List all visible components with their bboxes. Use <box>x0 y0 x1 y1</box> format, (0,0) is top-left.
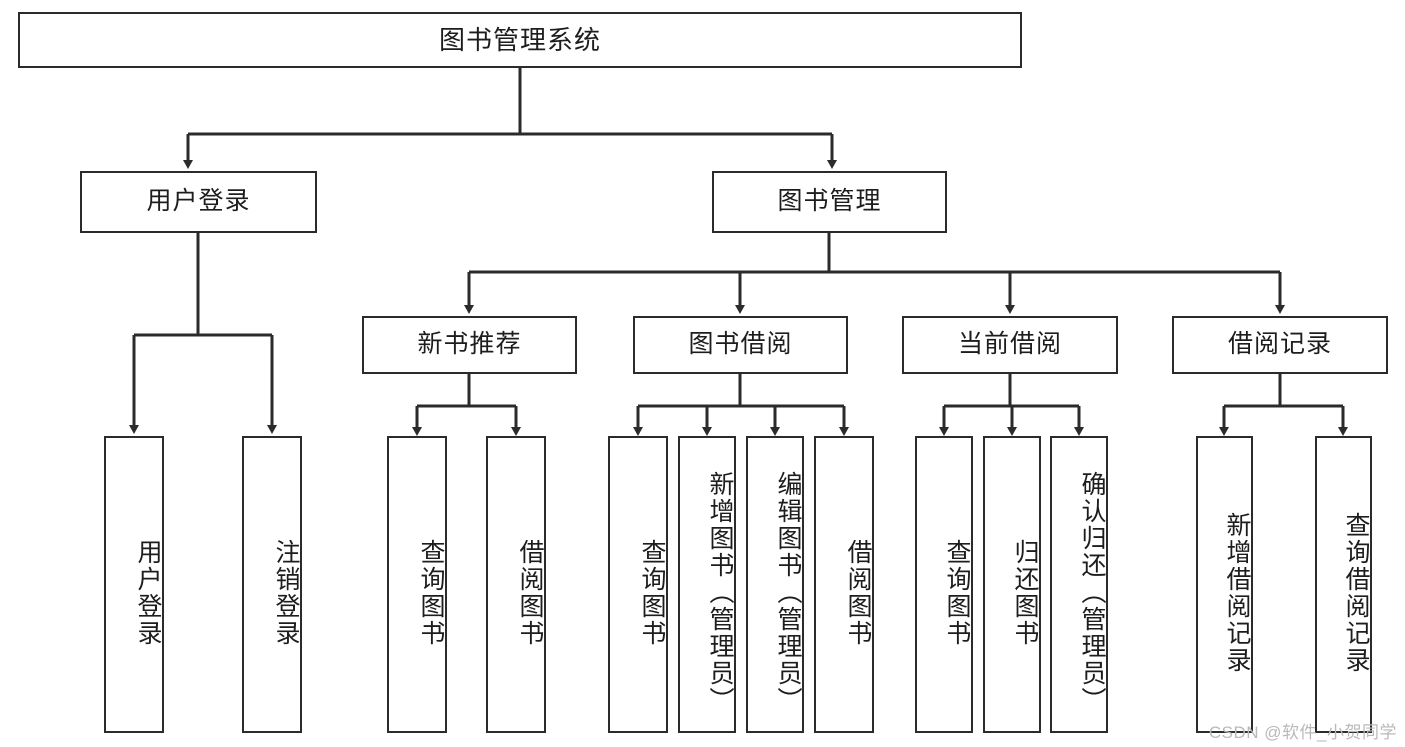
node-leaf-borrow-book[interactable]: 借阅图书 <box>814 436 874 733</box>
node-current-borrow[interactable]: 当前借阅 <box>902 316 1118 374</box>
node-label: 新增图书（管理员） <box>706 471 734 714</box>
node-leaf-add-book-admin[interactable]: 新增图书（管理员） <box>678 436 736 733</box>
node-leaf-user-login[interactable]: 用户登录 <box>104 436 164 733</box>
node-label: 用户登录 <box>146 187 251 216</box>
node-root-system[interactable]: 图书管理系统 <box>18 12 1022 68</box>
node-new-book-recommend[interactable]: 新书推荐 <box>362 316 577 374</box>
node-label: 借阅图书 <box>844 538 872 647</box>
node-label: 编辑图书（管理员） <box>774 471 802 714</box>
node-leaf-query-book-borrow[interactable]: 查询图书 <box>608 436 668 733</box>
node-label: 查询图书 <box>638 538 666 647</box>
node-borrow-record[interactable]: 借阅记录 <box>1172 316 1388 374</box>
csdn-watermark: CSDN @软件_小贺同学 <box>1208 723 1397 742</box>
node-leaf-edit-book-admin[interactable]: 编辑图书（管理员） <box>746 436 804 733</box>
node-label: 借阅图书 <box>516 538 544 647</box>
node-book-management[interactable]: 图书管理 <box>712 171 947 233</box>
node-label: 归还图书 <box>1011 538 1039 647</box>
node-book-borrow[interactable]: 图书借阅 <box>633 316 848 374</box>
node-label: 查询图书 <box>417 538 445 647</box>
node-leaf-query-book-recommend[interactable]: 查询图书 <box>387 436 447 733</box>
node-label: 图书管理 <box>777 187 882 216</box>
node-label: 图书借阅 <box>688 330 793 359</box>
node-user-login[interactable]: 用户登录 <box>80 171 317 233</box>
node-label: 图书管理系统 <box>438 24 601 55</box>
node-label: 确认归还（管理员） <box>1078 471 1106 714</box>
node-label: 新书推荐 <box>417 330 522 359</box>
node-leaf-return-book[interactable]: 归还图书 <box>983 436 1041 733</box>
node-label: 注销登录 <box>272 538 300 647</box>
node-leaf-borrow-book-recommend[interactable]: 借阅图书 <box>486 436 546 733</box>
node-leaf-logout-login[interactable]: 注销登录 <box>242 436 302 733</box>
node-leaf-query-borrow-record[interactable]: 查询借阅记录 <box>1315 436 1372 733</box>
node-leaf-add-borrow-record[interactable]: 新增借阅记录 <box>1196 436 1253 733</box>
node-label: 查询图书 <box>943 538 971 647</box>
node-label: 查询借阅记录 <box>1342 511 1370 674</box>
node-label: 借阅记录 <box>1227 330 1332 359</box>
node-leaf-confirm-return-admin[interactable]: 确认归还（管理员） <box>1050 436 1108 733</box>
node-leaf-query-book-current[interactable]: 查询图书 <box>915 436 973 733</box>
node-label: 用户登录 <box>134 538 162 647</box>
node-label: 新增借阅记录 <box>1223 511 1251 674</box>
node-label: 当前借阅 <box>957 330 1062 359</box>
